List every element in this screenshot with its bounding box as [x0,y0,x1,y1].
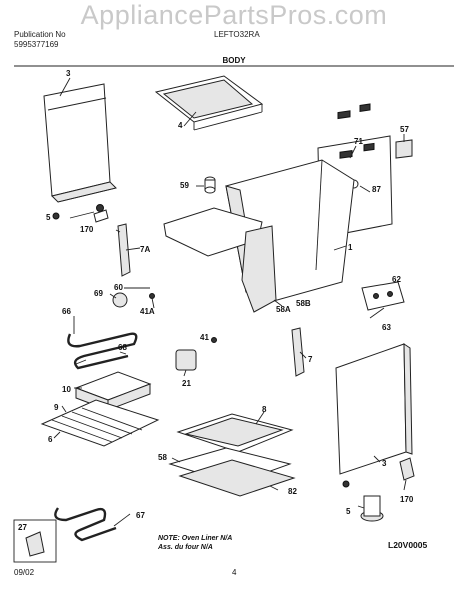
diagram-code: L20V0005 [388,540,428,550]
footer-page-number: 4 [232,568,237,577]
callout-1: 1 [348,243,353,252]
callout-68: 68 [118,343,127,352]
callout-170-right: 170 [400,495,414,504]
callout-58b: 58B [296,299,311,308]
callout-41: 41 [200,333,209,342]
note-line-1: NOTE: Oven Liner N/A [158,535,233,542]
callout-21: 21 [182,379,191,388]
note-block: NOTE: Oven Liner N/A Ass. du four N/A [158,534,232,552]
callout-5: 5 [46,213,51,222]
section-title: BODY [222,56,246,65]
publication-number: 5995377169 [14,40,59,49]
screw-41 [211,337,217,343]
leveling-leg [342,457,415,522]
hinge-bracket-right [291,327,305,377]
side-panel-right [335,343,413,475]
inset-box-27 [13,519,57,563]
screw-bracket-left [52,204,109,223]
callout-62: 62 [392,275,401,284]
callout-82: 82 [288,487,297,496]
callout-41a: 41A [140,307,155,316]
hinge-bracket-left [117,223,131,277]
callout-labels: 3 4 57 71 59 87 5 170 7A 1 60 62 69 41A … [18,69,414,532]
callout-7a: 7A [140,245,150,254]
callout-7: 7 [308,355,313,364]
callout-57: 57 [400,125,409,134]
inset-part-27 [25,531,45,557]
burner-box [163,207,277,313]
note-line-2: Ass. du four N/A [158,544,213,551]
callout-170: 170 [80,225,94,234]
leader-lines [53,77,407,527]
top-panel [154,75,264,131]
callout-6: 6 [48,435,53,444]
callout-58a: 58A [276,305,291,314]
label-part [395,139,413,159]
oven-rack [40,399,160,447]
oven-door [168,413,296,497]
screw-41a [149,293,155,299]
publication-label: Publication No [14,30,66,39]
callout-60: 60 [114,283,123,292]
bake-element [67,332,138,370]
callout-3: 3 [66,69,71,78]
footer-date: 09/02 [14,568,35,577]
callout-71: 71 [354,137,363,146]
knob-part [112,292,128,308]
callout-3-right: 3 [382,459,387,468]
connector-21 [175,349,197,371]
model-number: LEFTO32RA [214,30,260,39]
callout-8: 8 [262,405,267,414]
broil-element [54,507,117,542]
side-panel-left [43,83,117,203]
callout-69: 69 [94,289,103,298]
callout-67: 67 [136,511,145,520]
callout-5-right: 5 [346,507,351,516]
grommet [204,176,216,194]
callout-4: 4 [178,121,183,130]
callout-66: 66 [62,307,71,316]
watermark: AppliancePartsPros.com [80,0,388,30]
callout-87: 87 [372,185,381,194]
callout-59: 59 [180,181,189,190]
callout-10: 10 [62,385,71,394]
callout-9: 9 [54,403,59,412]
callout-27: 27 [18,523,27,532]
terminal-block [361,281,405,319]
callout-63: 63 [382,323,391,332]
callout-58: 58 [158,453,167,462]
